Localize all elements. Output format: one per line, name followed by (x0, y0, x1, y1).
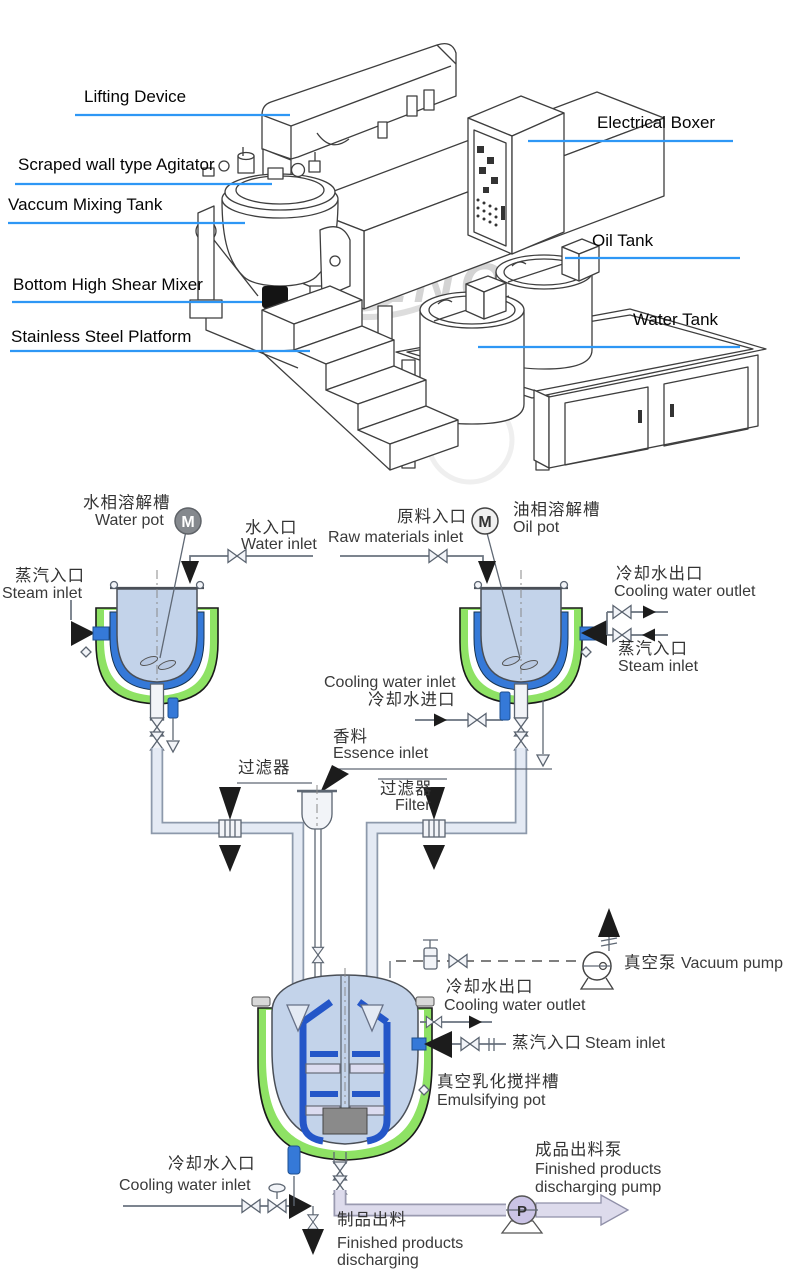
label-water-pot-en: Water pot (95, 512, 164, 529)
label-discharge-pump-cn: 成品出料泵 (535, 1141, 623, 1159)
oil-pot: M (415, 507, 668, 768)
discharge-pump-symbol: P (517, 1203, 527, 1220)
label-product-discharge-en1: Finished products (337, 1235, 464, 1252)
label-filter-right-cn: 过滤器 (380, 780, 433, 798)
oil-pot-motor-label: M (478, 514, 491, 531)
vacuum-exhaust-arrow-icon (598, 908, 620, 937)
label-cooling-inlet-bottom-en: Cooling water inlet (119, 1177, 251, 1194)
raw-inlet-arrow-icon (478, 561, 496, 584)
label-steam-oil-en: Steam inlet (618, 658, 699, 675)
label-oil-pot-en: Oil pot (513, 519, 560, 536)
label-steam-left-en: Steam inlet (2, 585, 83, 602)
label-cooling-inlet-oil-cn: 冷却水进口 (368, 691, 456, 709)
homogenizer-icon (322, 1107, 368, 1135)
label-essence-en: Essence inlet (333, 745, 429, 762)
vacuum-pump-group (389, 908, 620, 990)
label-essence-cn: 香料 (333, 728, 368, 746)
label-cooling-outlet-pot-cn: 冷却水出口 (446, 978, 534, 996)
label-vacuum-pump-cn: 真空泵 (624, 954, 677, 972)
label-product-discharge-cn: 制品出料 (337, 1211, 407, 1229)
inlet-lines (181, 548, 496, 584)
oil-pot-motor-icon (471, 507, 499, 535)
label-raw-inlet-cn: 原料入口 (397, 508, 467, 526)
filter-left (218, 782, 312, 872)
water-pot-agitator-icon (139, 655, 177, 671)
label-water-inlet-cn: 水入口 (245, 519, 298, 537)
label-vacuum-pump-en: Vacuum pump (681, 955, 783, 972)
control-panel-buttons (476, 146, 505, 227)
label-steam-pot-en: Steam inlet (585, 1035, 666, 1052)
label-water-inlet-en: Water inlet (241, 536, 317, 553)
water-pot-motor-icon (174, 507, 202, 535)
label-discharge-pump-en1: Finished products (535, 1161, 662, 1178)
oil-pot-agitator-icon (501, 655, 539, 671)
label-raw-inlet-en: Raw materials inlet (328, 529, 464, 546)
emulsifying-pot (251, 968, 435, 1195)
label-electrical-boxer: Electrical Boxer (597, 113, 716, 132)
filter-right (378, 778, 447, 870)
essence-funnel (297, 765, 552, 980)
label-steam-left-cn: 蒸汽入口 (15, 567, 85, 585)
bottom-lines (123, 1176, 506, 1255)
label-oil-tank: Oil Tank (592, 231, 654, 250)
label-steam-oil-cn: 蒸汽入口 (618, 640, 688, 658)
label-emulsifying-pot-cn: 真空乳化搅拌槽 (437, 1073, 560, 1091)
leader-lines (8, 113, 740, 353)
water-pot-motor-label: M (181, 514, 194, 531)
pot-steam-arrow-icon (424, 1031, 452, 1058)
label-cooling-inlet-bottom-cn: 冷却水入口 (168, 1155, 256, 1173)
cooling-inlet-arrow-icon (289, 1194, 312, 1219)
discharge-pump-group: P (500, 1193, 630, 1234)
label-bottom-mixer: Bottom High Shear Mixer (13, 275, 203, 294)
label-cooling-inlet-oil-en: Cooling water inlet (324, 674, 456, 691)
label-filter-right-en: Filter (395, 797, 431, 814)
label-product-discharge-en2: discharging (337, 1252, 419, 1269)
label-platform: Stainless Steel Platform (11, 327, 192, 346)
lifting-beam (261, 42, 457, 160)
label-vacuum-tank: Vaccum Mixing Tank (8, 195, 163, 214)
label-water-tank: Water Tank (633, 310, 719, 329)
label-water-pot-cn: 水相溶解槽 (83, 494, 171, 512)
label-lifting-device: Lifting Device (84, 87, 187, 106)
discharge-arrow-icon (535, 1193, 630, 1227)
label-emulsifying-pot-en: Emulsifying pot (437, 1092, 546, 1109)
label-filter-left-cn: 过滤器 (238, 759, 291, 777)
label-cooling-outlet-oil-en: Cooling water outlet (614, 583, 756, 600)
water-pot: M (70, 507, 219, 754)
label-discharge-pump-en2: discharging pump (535, 1179, 662, 1196)
drain-arrow-icon (302, 1229, 324, 1255)
water-tank-drawing (419, 275, 525, 425)
essence-arrow-icon (320, 765, 349, 793)
water-inlet-arrow-icon (181, 561, 199, 584)
pot-side-lines (420, 1015, 506, 1058)
label-oil-pot-cn: 油相溶解槽 (513, 501, 601, 519)
machine-drawing (189, 42, 767, 471)
label-cooling-outlet-pot-en: Cooling water outlet (444, 997, 586, 1014)
oil-steam-arrow-icon (581, 620, 607, 646)
steam-left-arrow-icon (71, 621, 95, 646)
flow-diagram: M (70, 507, 668, 1255)
label-cooling-outlet-oil-cn: 冷却水出口 (616, 565, 704, 583)
tank-support-frame (189, 205, 299, 369)
label-scraped-agitator: Scraped wall type Agitator (18, 155, 215, 174)
label-steam-pot-cn: 蒸汽入口 (512, 1034, 582, 1052)
electrical-cabinet (467, 95, 565, 255)
